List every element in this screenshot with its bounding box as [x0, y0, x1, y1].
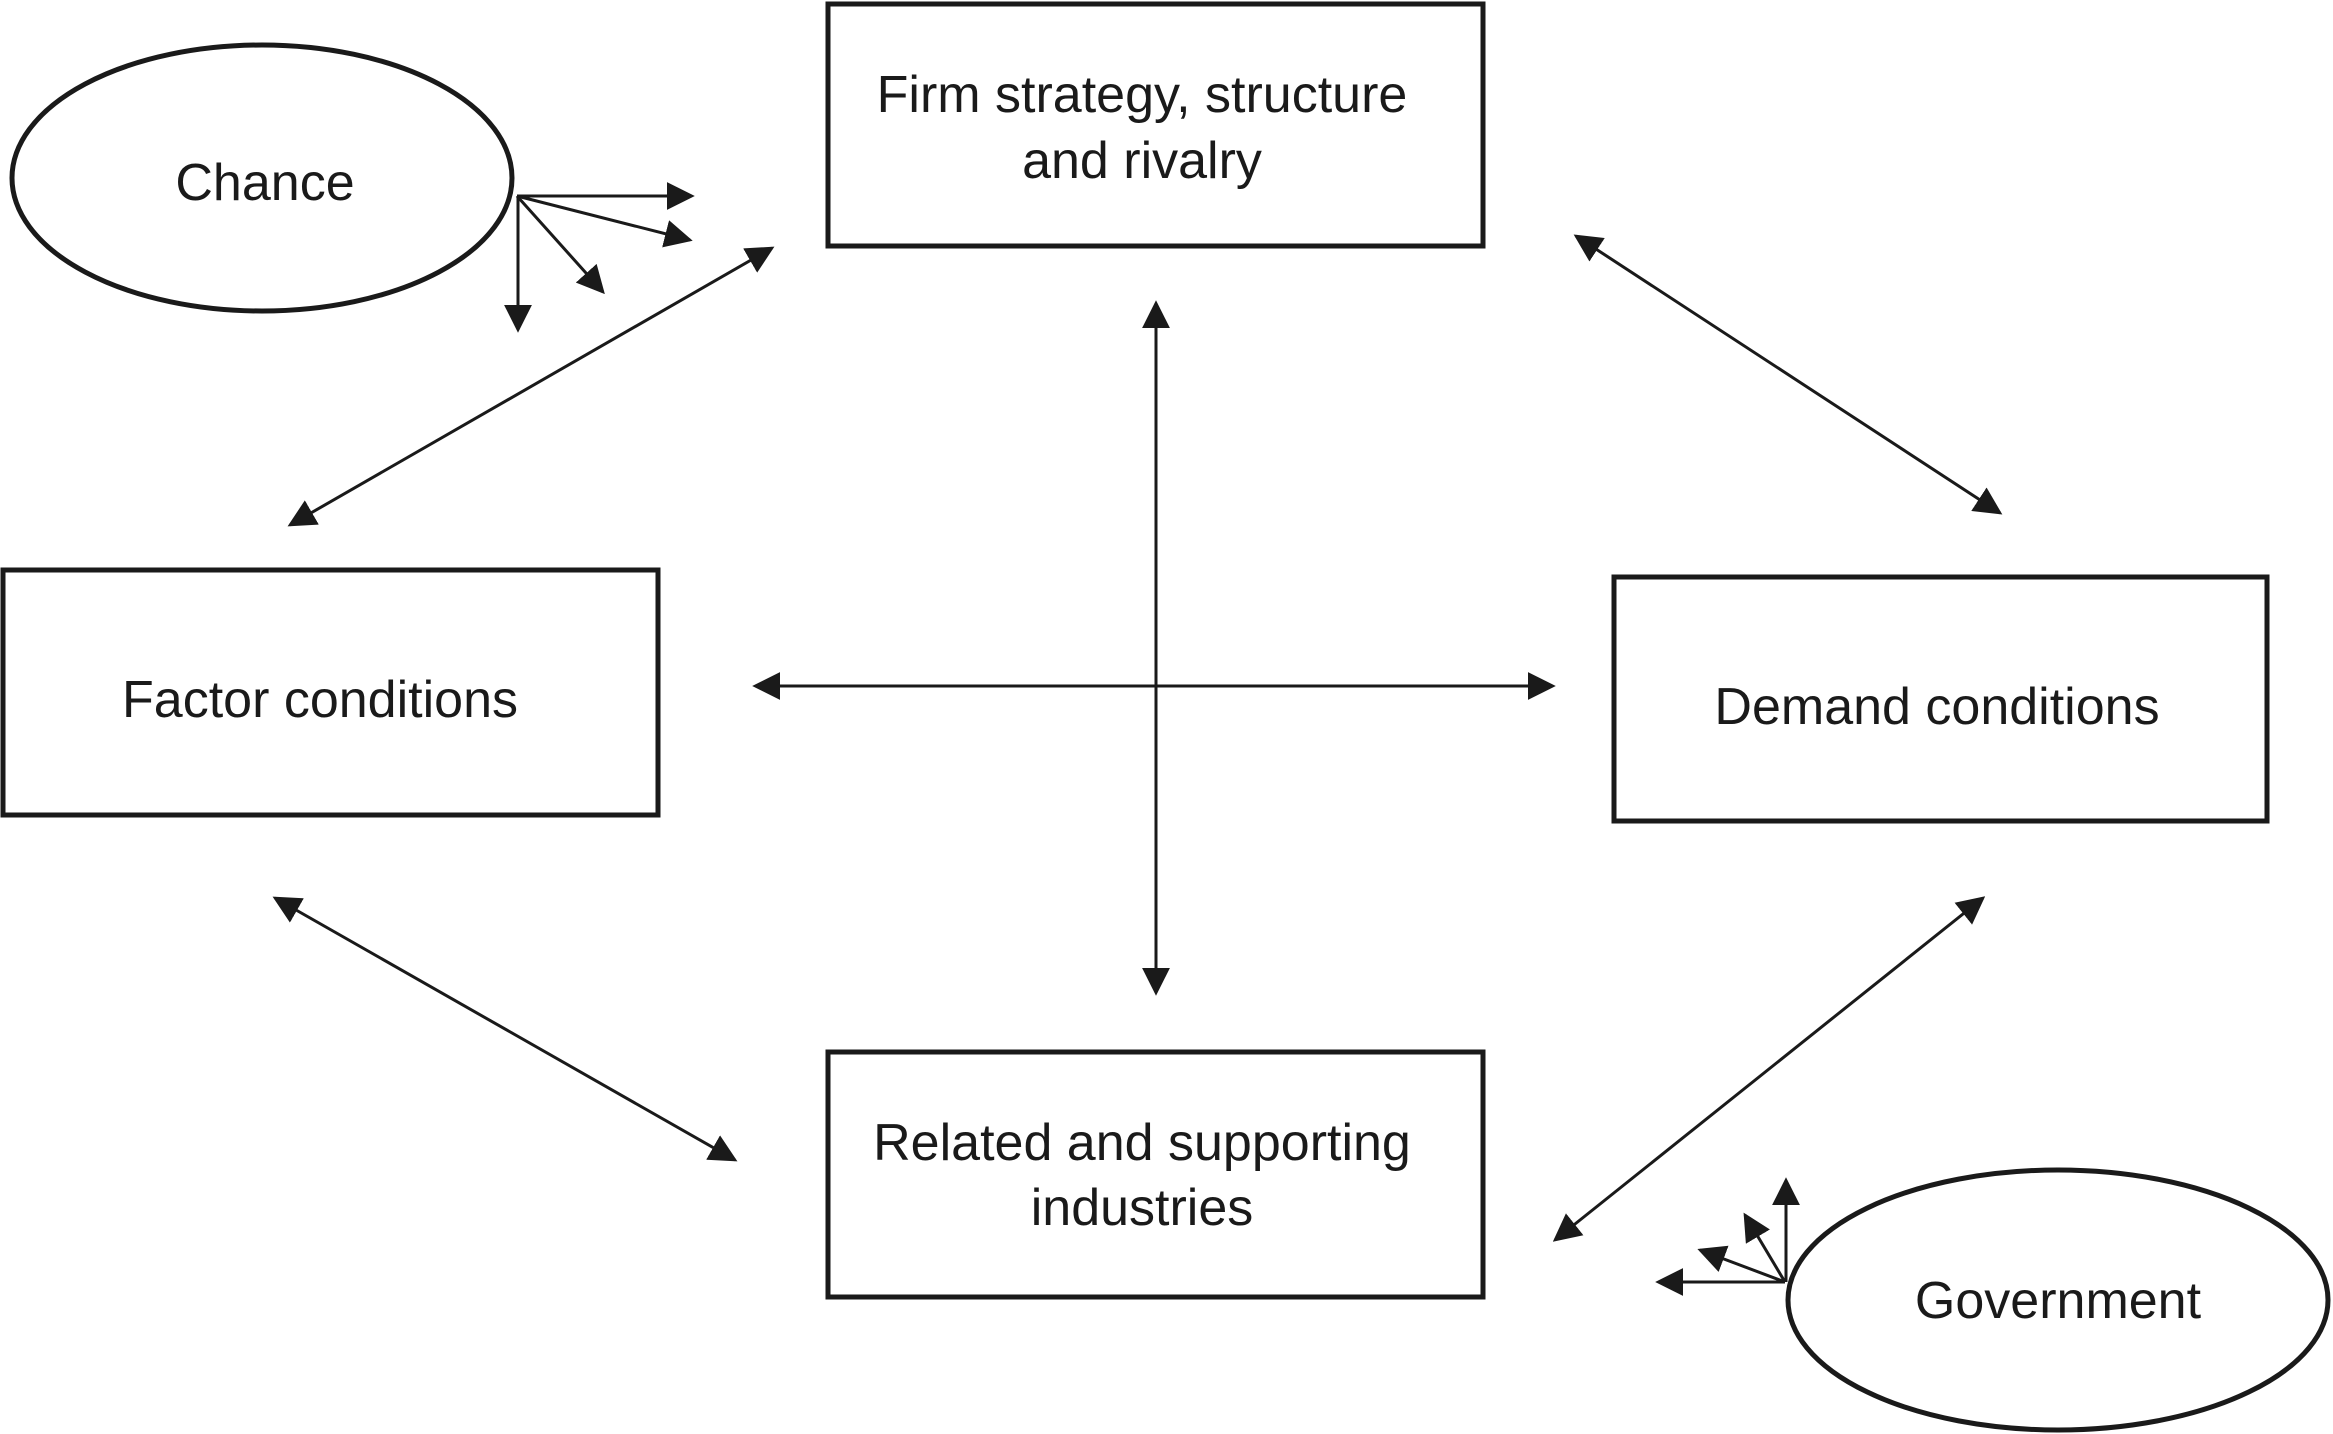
firm-strategy-label-line2: and rivalry: [1022, 132, 1262, 190]
chance-influence-arrows: [504, 182, 695, 333]
firm-strategy-label-line1: Firm strategy, structure: [877, 66, 1408, 124]
government-label: Government: [1915, 1272, 2202, 1330]
arrow-firm-demand: [1573, 234, 2003, 515]
related-industries-label-line1: Related and supporting: [873, 1114, 1411, 1172]
node-demand-conditions: Demand conditions: [1611, 574, 2270, 824]
chance-label: Chance: [175, 154, 354, 212]
arrow-factor-related: [272, 896, 738, 1162]
arrow-firm-factor: [287, 246, 775, 527]
node-related-industries: Related and supporting industries: [825, 1049, 1486, 1300]
factor-conditions-label: Factor conditions: [122, 671, 518, 729]
chance-arrow-diagonal: [515, 194, 605, 295]
government-influence-arrows: [1655, 1177, 1800, 1296]
demand-conditions-label: Demand conditions: [1714, 678, 2159, 736]
government-arrow-diagonal: [1743, 1212, 1787, 1283]
node-government: Government: [1785, 1167, 2331, 1433]
related-industries-label-line2: industries: [1031, 1179, 1254, 1237]
node-factor-conditions: Factor conditions: [0, 567, 661, 818]
node-firm-strategy: Firm strategy, structure and rivalry: [825, 1, 1486, 249]
chance-arrow-right-down: [516, 194, 693, 248]
arrow-demand-related: [1552, 896, 1986, 1242]
government-arrow-left-up: [1697, 1245, 1786, 1284]
node-chance: Chance: [9, 42, 515, 314]
